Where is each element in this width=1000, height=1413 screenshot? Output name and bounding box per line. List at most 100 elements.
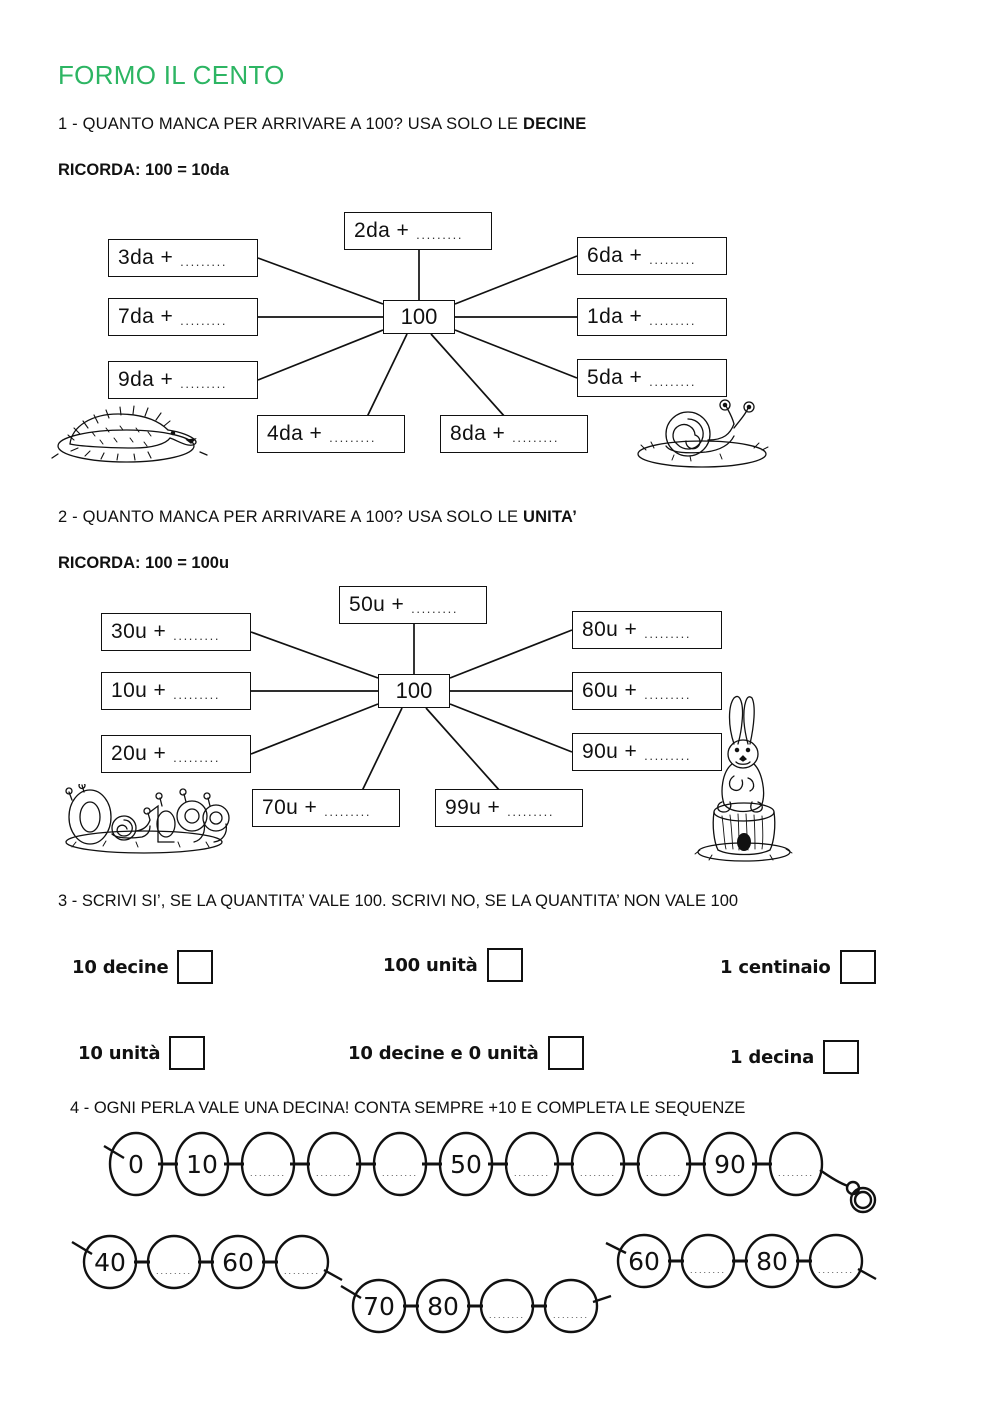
quantity-item-1-decina[interactable]: 1 decina	[730, 1040, 860, 1074]
quantity-answer-box-1-centinaio[interactable]	[839, 950, 876, 984]
quantity-label-100-unita: 100 unità	[383, 954, 478, 976]
question-1-number: 1 -	[58, 115, 83, 133]
answer-box-1da-dots: .........	[649, 313, 697, 328]
answer-box-3da[interactable]: 3da +.........	[108, 239, 258, 277]
answer-box-60u-dots: .........	[644, 687, 692, 702]
question-1-text: QUANTO MANCA PER ARRIVARE A 100? USA SOL…	[82, 115, 523, 133]
quantity-label-10-unita: 10 unità	[78, 1042, 161, 1064]
bead-chain-2[interactable]: 40 60 ........ ........	[66, 1218, 356, 1308]
answer-box-10u-dots: .........	[173, 687, 221, 702]
quantity-item-10-decine[interactable]: 10 decine	[72, 950, 214, 984]
answer-box-1da-label: 1da +	[587, 305, 643, 328]
answer-box-99u-label: 99u +	[445, 796, 501, 819]
question-2-number: 2 -	[58, 508, 83, 526]
answer-box-4da[interactable]: 4da +.........	[257, 415, 405, 453]
answer-box-5da[interactable]: 5da +.........	[577, 359, 727, 397]
page-title: FORMO IL CENTO	[58, 60, 285, 90]
answer-box-4da-dots: .........	[329, 430, 377, 445]
bead-blank-dots-1-9: ........	[646, 1168, 682, 1178]
bead-value-1-2: 10	[186, 1150, 218, 1179]
bead-chain-3[interactable]: 70 80 ........ ........	[335, 1262, 625, 1352]
center-value-100-decine: 100	[383, 300, 455, 334]
bead-blank-dots-1-7: ........	[514, 1168, 550, 1178]
bead-value-2-1: 40	[94, 1248, 126, 1277]
bead-chain-1[interactable]: 0 10 50 90 ........ ........ ........ ..…	[82, 1118, 892, 1218]
answer-box-80u[interactable]: 80u +.........	[572, 611, 722, 649]
quantity-answer-box-10-unita[interactable]	[169, 1036, 206, 1070]
answer-box-10u[interactable]: 10u +.........	[101, 672, 251, 710]
quantity-item-10-unita[interactable]: 10 unità	[78, 1036, 206, 1070]
bead-blank-dots-4-2: ........	[690, 1265, 726, 1275]
bead-value-3-1: 70	[363, 1292, 395, 1321]
star-diagram-decine: 3da +......... 7da +......... 9da +.....…	[95, 212, 735, 453]
answer-box-8da-label: 8da +	[450, 422, 506, 445]
quantity-item-100-unita[interactable]: 100 unità	[383, 948, 523, 982]
answer-box-90u[interactable]: 90u +.........	[572, 733, 722, 771]
question-1-keyword: DECINE	[522, 115, 587, 133]
snail-numbers-100-illustration	[58, 784, 230, 856]
answer-box-5da-label: 5da +	[587, 366, 643, 389]
snail-illustration	[630, 398, 780, 470]
answer-box-2da-label: 2da +	[354, 219, 410, 242]
bead-value-1-10: 90	[714, 1150, 746, 1179]
answer-box-4da-label: 4da +	[267, 422, 323, 445]
answer-box-2da[interactable]: 2da +.........	[344, 212, 492, 250]
answer-box-6da-label: 6da +	[587, 244, 643, 267]
quantity-item-1-centinaio[interactable]: 1 centinaio	[720, 950, 876, 984]
bead-blank-dots-2-4: ........	[284, 1266, 320, 1276]
answer-box-10u-label: 10u +	[111, 679, 167, 702]
answer-box-70u-label: 70u +	[262, 796, 318, 819]
answer-box-3da-label: 3da +	[118, 246, 174, 269]
bead-value-2-3: 60	[222, 1248, 254, 1277]
answer-box-90u-label: 90u +	[582, 740, 638, 763]
answer-box-1da[interactable]: 1da +.........	[577, 298, 727, 336]
answer-box-80u-label: 80u +	[582, 618, 638, 641]
star-diagram-unita: 30u +......... 10u +......... 20u +.....…	[95, 586, 735, 827]
bead-value-1-6: 50	[450, 1150, 482, 1179]
question-3-prompt: 3 - SCRIVI SI’, SE LA QUANTITA’ VALE 100…	[58, 892, 739, 910]
answer-box-60u[interactable]: 60u +.........	[572, 672, 722, 710]
bead-blank-dots-1-3: ........	[250, 1168, 286, 1178]
answer-box-30u[interactable]: 30u +.........	[101, 613, 251, 651]
quantity-label-10-decine: 10 decine	[72, 956, 169, 978]
bead-blank-dots-1-4: ........	[316, 1168, 352, 1178]
answer-box-60u-label: 60u +	[582, 679, 638, 702]
question-2-text: QUANTO MANCA PER ARRIVARE A 100? USA SOL…	[82, 508, 523, 526]
answer-box-7da[interactable]: 7da +.........	[108, 298, 258, 336]
answer-box-70u[interactable]: 70u +.........	[252, 789, 400, 827]
answer-box-20u-label: 20u +	[111, 742, 167, 765]
answer-box-50u-label: 50u +	[349, 593, 405, 616]
answer-box-90u-dots: .........	[644, 748, 692, 763]
quantity-label-10-decine-0-unita: 10 decine e 0 unità	[348, 1042, 539, 1064]
answer-box-50u[interactable]: 50u +.........	[339, 586, 487, 624]
answer-box-20u[interactable]: 20u +.........	[101, 735, 251, 773]
answer-box-6da[interactable]: 6da +.........	[577, 237, 727, 275]
quantity-label-1-centinaio: 1 centinaio	[720, 956, 831, 978]
bead-blank-dots-3-3: ........	[489, 1310, 525, 1320]
answer-box-2da-dots: .........	[416, 227, 464, 242]
ricorda-1: RICORDA: 100 = 10da	[58, 161, 230, 179]
answer-box-70u-dots: .........	[324, 804, 372, 819]
answer-box-20u-dots: .........	[173, 750, 221, 765]
answer-box-99u-dots: .........	[507, 804, 555, 819]
question-4-prompt: 4 - OGNI PERLA VALE UNA DECINA! CONTA SE…	[70, 1099, 746, 1117]
bead-chain-4[interactable]: 60 80 ........ ........	[600, 1215, 890, 1305]
answer-box-7da-label: 7da +	[118, 305, 174, 328]
quantity-answer-box-1-decina[interactable]	[823, 1040, 860, 1074]
star-diagram-unita-connectors	[250, 624, 573, 792]
bead-blank-dots-1-11: ........	[778, 1168, 814, 1178]
quantity-answer-box-10-decine[interactable]	[177, 950, 214, 984]
answer-box-3da-dots: .........	[180, 254, 228, 269]
answer-box-8da-dots: .........	[512, 430, 560, 445]
answer-box-9da[interactable]: 9da +.........	[108, 361, 258, 399]
answer-box-80u-dots: .........	[644, 626, 692, 641]
answer-box-99u[interactable]: 99u +.........	[435, 789, 583, 827]
bead-value-4-1: 60	[628, 1247, 660, 1276]
answer-box-8da[interactable]: 8da +.........	[440, 415, 588, 453]
quantity-item-10-decine-0-unita[interactable]: 10 decine e 0 unità	[348, 1036, 584, 1070]
bead-blank-dots-4-4: ........	[818, 1265, 854, 1275]
question-1-prompt: 1 - QUANTO MANCA PER ARRIVARE A 100? USA…	[58, 115, 587, 134]
quantity-answer-box-10-decine-0-unita[interactable]	[547, 1036, 584, 1070]
quantity-answer-box-100-unita[interactable]	[486, 948, 523, 982]
